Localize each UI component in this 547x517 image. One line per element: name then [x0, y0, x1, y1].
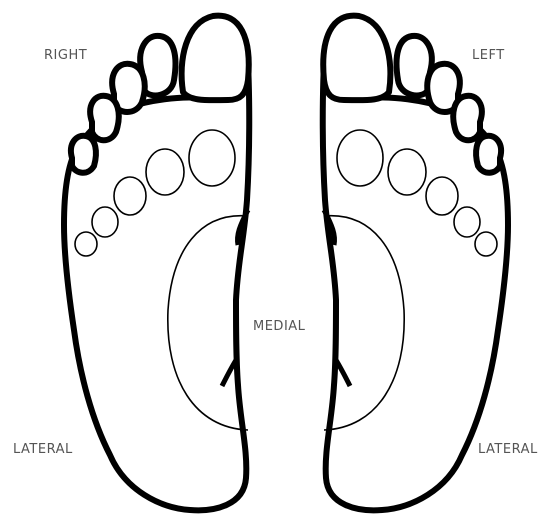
right-big-toe: [182, 16, 249, 101]
right-pad-2: [146, 149, 184, 195]
left-pad-5: [475, 232, 497, 256]
left-toe-4: [453, 96, 482, 141]
medial-label: MEDIAL: [253, 319, 305, 334]
right-pad-4: [92, 207, 118, 237]
left-pad-big: [337, 130, 383, 186]
right-toe-5: [71, 136, 96, 173]
left-pad-4: [454, 207, 480, 237]
right-pad-3: [114, 177, 146, 215]
right-foot: [64, 16, 249, 511]
lateral-label-left: LATERAL: [13, 442, 73, 457]
right-pad-5: [75, 232, 97, 256]
left-big-toe: [323, 16, 390, 101]
right-foot-label: RIGHT: [44, 48, 87, 63]
left-toe-5: [476, 136, 501, 173]
right-pad-big: [189, 130, 235, 186]
left-pad-3: [426, 177, 458, 215]
left-foot: [323, 16, 508, 511]
right-toe-4: [90, 96, 119, 141]
left-foot-label: LEFT: [472, 48, 505, 63]
left-pad-2: [388, 149, 426, 195]
lateral-label-right: LATERAL: [478, 442, 538, 457]
